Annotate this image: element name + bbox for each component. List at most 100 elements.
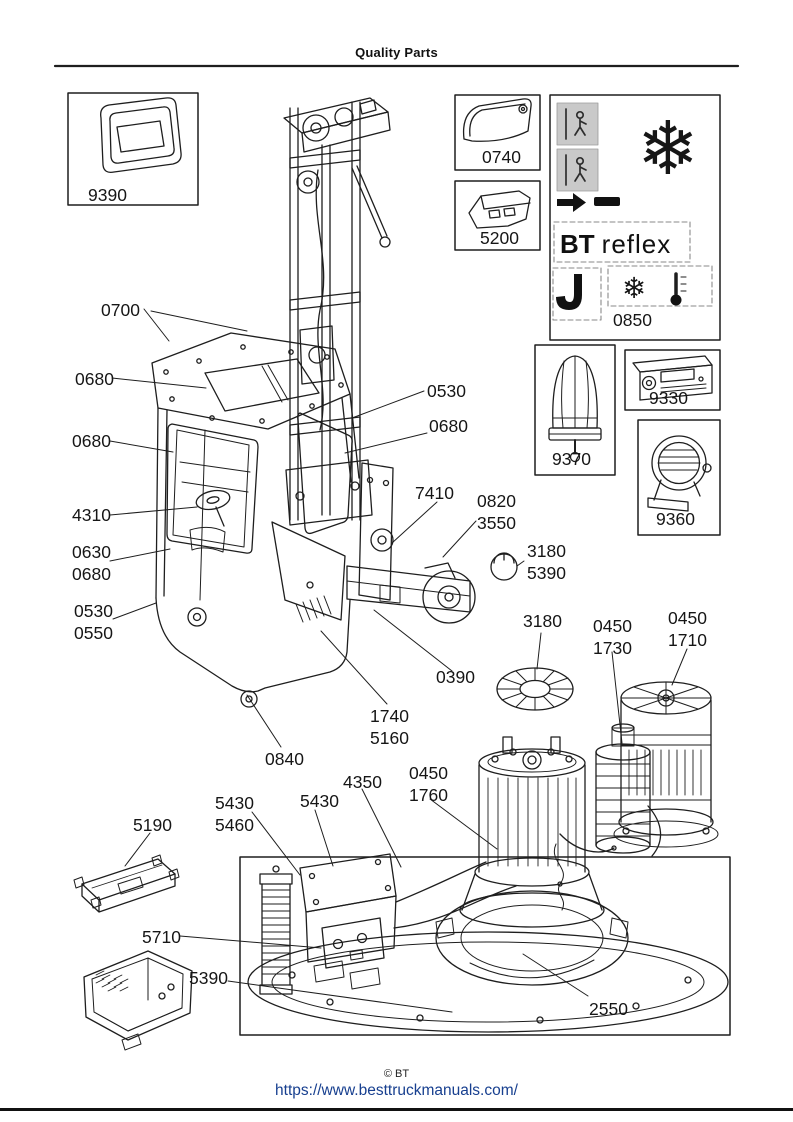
callout-5710: 5710 bbox=[142, 926, 181, 948]
callout-line: 0630 bbox=[72, 542, 111, 562]
callout-line: 0680 bbox=[429, 416, 468, 436]
callout-line: 0680 bbox=[75, 369, 114, 389]
snowflake-large-icon: ❄ bbox=[637, 106, 699, 192]
callout-line: 0530 bbox=[427, 381, 466, 401]
box-0850 bbox=[549, 94, 721, 341]
beacon-9370-drawing bbox=[548, 355, 602, 463]
box-9330 bbox=[624, 349, 721, 411]
arrow-icon bbox=[557, 193, 586, 212]
box-5200 bbox=[454, 180, 541, 251]
callout-line: 0450 bbox=[593, 616, 632, 636]
callout-line: 5390 bbox=[527, 563, 566, 583]
callout-5190: 5190 bbox=[133, 814, 172, 836]
box-label-9330: 9330 bbox=[649, 388, 688, 408]
callout-line: 1710 bbox=[668, 630, 707, 650]
callout-line: 1740 bbox=[370, 706, 409, 726]
callout-line: 4310 bbox=[72, 505, 111, 525]
callout-4350: 4350 bbox=[343, 771, 382, 793]
callout-line: 0820 bbox=[477, 491, 516, 511]
callout-line: 1730 bbox=[593, 638, 632, 658]
monitor-9390-drawing bbox=[100, 97, 182, 173]
battery-tray-5390-drawing bbox=[83, 950, 193, 1051]
drive-motor-drawing bbox=[435, 736, 629, 986]
leader-lines bbox=[109, 308, 688, 1013]
reflex-logo-text: reflex bbox=[601, 229, 672, 259]
callout-line: 7410 bbox=[415, 483, 454, 503]
coldstore-0850-icons bbox=[552, 102, 713, 321]
callout-5430: 5430 bbox=[300, 790, 339, 812]
callout-line: 5460 bbox=[215, 815, 254, 835]
callout-line: 5190 bbox=[133, 815, 172, 835]
callout-0680-window: 0680 bbox=[72, 430, 111, 452]
worklight-9360-drawing bbox=[647, 435, 712, 512]
callout-4310: 4310 bbox=[72, 504, 111, 526]
hook-icon bbox=[556, 274, 582, 310]
callout-line: 4350 bbox=[343, 772, 382, 792]
thermometer-icon bbox=[670, 272, 687, 306]
drive-unit-drawing bbox=[247, 667, 729, 1033]
callout-line: 0700 bbox=[101, 300, 140, 320]
callout-line: 2550 bbox=[589, 999, 628, 1019]
callout-5390: 5390 bbox=[189, 967, 228, 989]
callout-line: 5430 bbox=[300, 791, 339, 811]
callout-line: 0680 bbox=[72, 564, 111, 584]
callout-line: 0390 bbox=[436, 667, 475, 687]
box-label-9390: 9390 bbox=[88, 185, 127, 205]
callout-0700: 0700 bbox=[101, 299, 140, 321]
minus-icon bbox=[594, 197, 620, 206]
ring-gear-drawing bbox=[496, 667, 574, 711]
callout-line: 3550 bbox=[477, 513, 516, 533]
callout-3180: 3180 bbox=[523, 610, 562, 632]
second-motor-drawing bbox=[613, 681, 719, 848]
page-title: Quality Parts bbox=[355, 45, 438, 60]
callout-line: 1760 bbox=[409, 785, 448, 805]
box-label-0850: 0850 bbox=[613, 310, 652, 330]
callout-line: 0530 bbox=[74, 601, 113, 621]
footer-rule bbox=[0, 1108, 793, 1111]
box-drive-unit bbox=[239, 856, 731, 1036]
manifold-drawing bbox=[259, 805, 662, 995]
callout-line: 5430 bbox=[215, 793, 254, 813]
controller-5190-drawing bbox=[73, 854, 180, 913]
footer-url-link[interactable]: https://www.besttruckmanuals.com/ bbox=[275, 1082, 518, 1099]
cap-disc-drawing bbox=[490, 552, 518, 581]
box-label-9370: 9370 bbox=[552, 449, 591, 469]
frame-boxes bbox=[67, 92, 731, 1036]
freeze-dashed-frame bbox=[607, 265, 713, 307]
footer-copyright: © BT bbox=[383, 1068, 410, 1080]
callout-line: 5710 bbox=[142, 927, 181, 947]
cold-store-figure-icons bbox=[565, 108, 587, 186]
truck-drawing bbox=[151, 332, 476, 708]
box-label-5200: 5200 bbox=[480, 228, 519, 248]
box-9360 bbox=[637, 419, 721, 536]
box-9390 bbox=[67, 92, 199, 206]
callout-7410: 7410 bbox=[415, 482, 454, 504]
radio-9330-drawing bbox=[632, 355, 713, 401]
box-label-9360: 9360 bbox=[656, 509, 695, 529]
callout-line: 0550 bbox=[74, 623, 113, 643]
callout-0840: 0840 bbox=[265, 748, 304, 770]
console-5200-drawing bbox=[468, 190, 531, 229]
callout-line: 0450 bbox=[668, 608, 707, 628]
callout-line: 5390 bbox=[189, 968, 228, 988]
box-0740 bbox=[454, 94, 541, 171]
brand-dashed-frame bbox=[553, 221, 691, 263]
bt-logo-text: BT bbox=[560, 229, 595, 259]
callout-2550: 2550 bbox=[589, 998, 628, 1020]
callout-line: 3180 bbox=[527, 541, 566, 561]
callout-line: 0450 bbox=[409, 763, 448, 783]
callout-line: 3180 bbox=[523, 611, 562, 631]
box-label-0740: 0740 bbox=[482, 147, 521, 167]
visor-0740-drawing bbox=[462, 98, 532, 142]
callout-0680-roof: 0680 bbox=[75, 368, 114, 390]
